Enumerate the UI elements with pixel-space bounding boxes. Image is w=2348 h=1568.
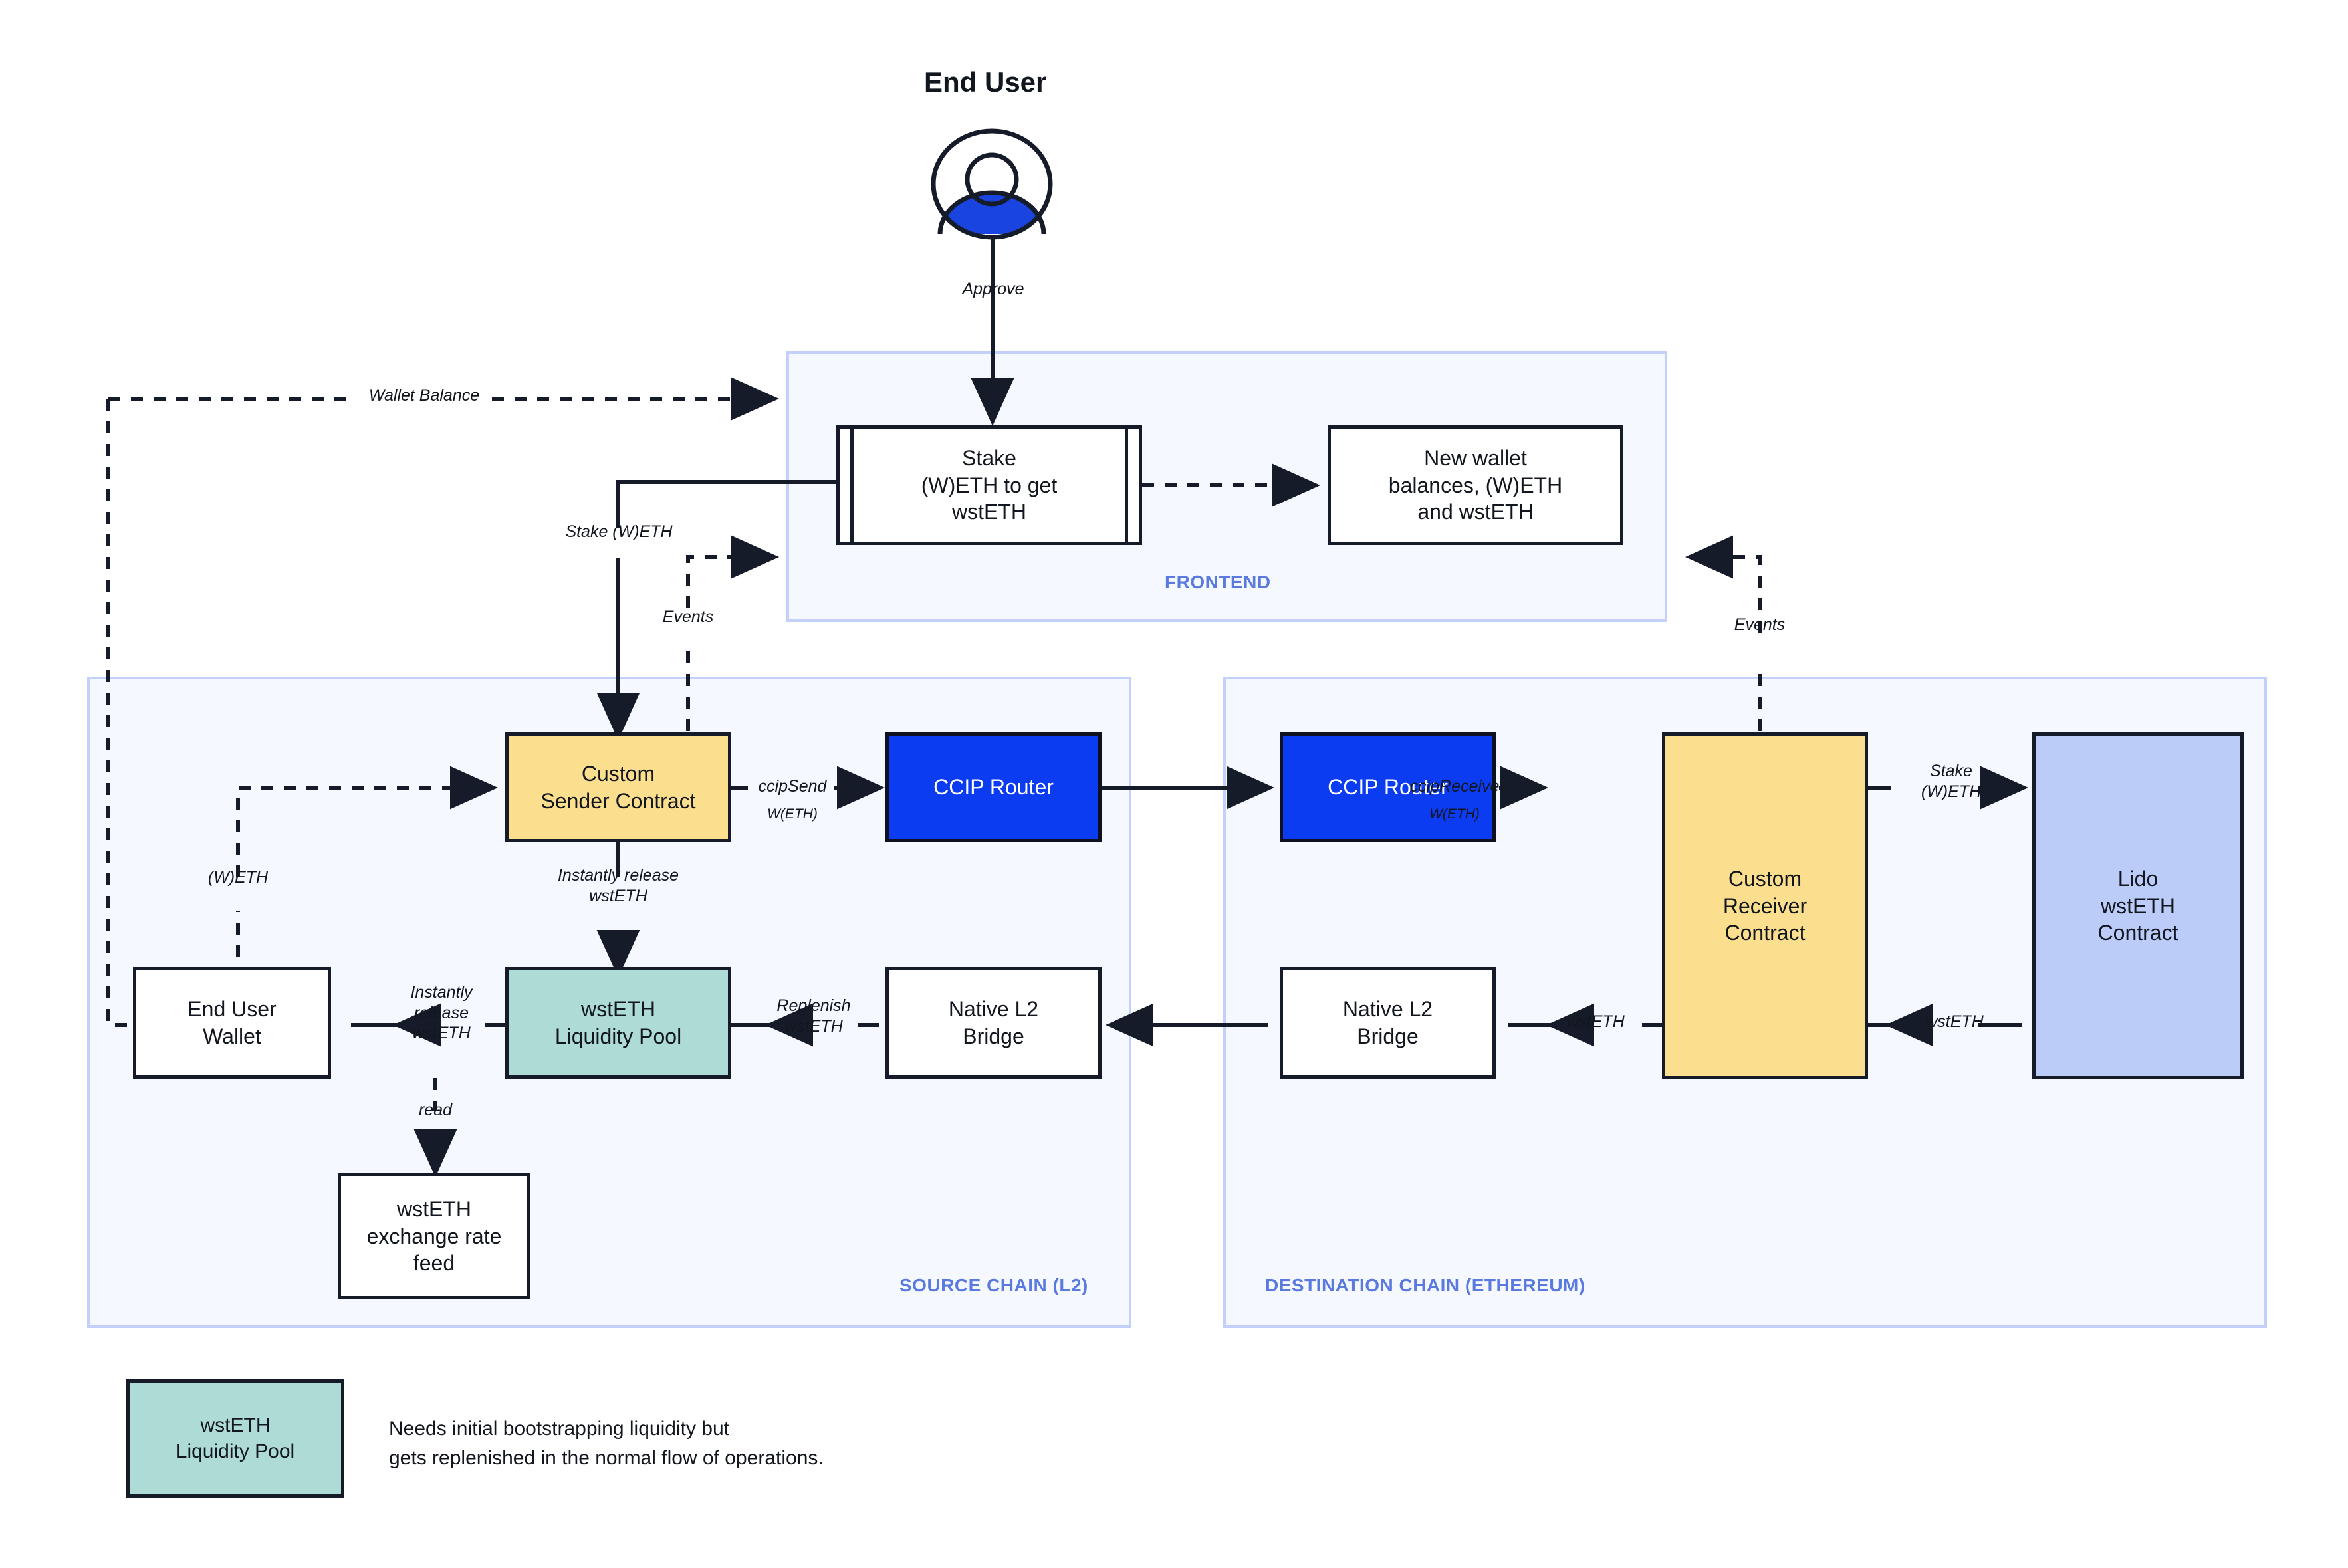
edge-wallet-balance-rail xyxy=(106,399,133,1027)
zone-label-source-chain: SOURCE CHAIN (L2) xyxy=(899,1275,1088,1295)
node-custom-sender-contract[interactable]: Custom Sender Contract xyxy=(505,732,731,842)
edge-events-dest-upper xyxy=(1685,535,1762,633)
node-wsteth-liquidity-pool[interactable]: wstETH Liquidity Pool xyxy=(505,967,731,1079)
actor-title-end-user: End User xyxy=(924,66,1047,98)
edge-label-ccipsend: ccipSend xyxy=(758,777,827,796)
edge-label-ccipreceive: ccipReceive xyxy=(1409,777,1500,796)
process-bar-right xyxy=(1125,429,1128,542)
edge-label-ccipsend-token: W(ETH) xyxy=(767,806,818,822)
node-wsteth-exchange-rate-feed[interactable]: wstETH exchange rate feed xyxy=(338,1173,530,1299)
edge-label-instantly-release-left: Instantly release wstETH xyxy=(410,983,473,1042)
node-ccip-router-source[interactable]: CCIP Router xyxy=(885,732,1102,842)
node-label: Stake (W)ETH to get wstETH xyxy=(921,445,1058,524)
process-bar-left xyxy=(850,429,854,542)
edge-label-wsteth-lido: wstETH xyxy=(1925,1012,1984,1031)
edge-stake-weth-top xyxy=(616,480,843,528)
edge-label-stake-weth: Stake (W)ETH xyxy=(565,522,673,541)
edge-label-wsteth-dest-bridge: wstETH xyxy=(1566,1012,1625,1031)
node-end-user-wallet[interactable]: End User Wallet xyxy=(133,967,331,1079)
zone-label-destination-chain: DESTINATION CHAIN (ETHEREUM) xyxy=(1265,1275,1585,1295)
node-lido-wsteth-contract[interactable]: Lido wstETH Contract xyxy=(2032,732,2244,1079)
node-new-wallet-balances[interactable]: New wallet balances, (W)ETH and wstETH xyxy=(1328,425,1623,545)
node-native-l2-bridge-source[interactable]: Native L2 Bridge xyxy=(885,967,1102,1079)
edge-label-read: read xyxy=(418,1101,453,1119)
edge-label-replenish-wsteth: Replenish wstETH xyxy=(776,996,851,1036)
edge-label-weth: (W)ETH xyxy=(207,868,269,887)
user-avatar-icon xyxy=(925,128,1058,241)
edge-label-instantly-release-down: Instantly release wstETH xyxy=(557,866,679,905)
node-ccip-router-dest[interactable]: CCIP Router xyxy=(1280,732,1496,842)
edge-events-source-upper xyxy=(686,535,779,608)
edge-label-events-dest: Events xyxy=(1734,616,1786,634)
edge-label-approve: Approve xyxy=(962,280,1024,298)
node-stake-form[interactable]: Stake (W)ETH to get wstETH xyxy=(836,425,1142,545)
legend-swatch-liquidity-pool: wstETH Liquidity Pool xyxy=(126,1379,344,1498)
edge-label-wallet-balance: Wallet Balance xyxy=(368,386,480,405)
zone-label-frontend: FRONTEND xyxy=(1165,572,1271,592)
node-custom-receiver-contract[interactable]: Custom Receiver Contract xyxy=(1662,732,1868,1079)
node-native-l2-bridge-dest[interactable]: Native L2 Bridge xyxy=(1280,967,1496,1079)
edge-label-events-source: Events xyxy=(662,608,714,626)
edge-label-ccipreceive-token: W(ETH) xyxy=(1429,806,1480,822)
legend-note: Needs initial bootstrapping liquidity bu… xyxy=(389,1418,824,1469)
edge-label-stake-weth-dest: Stake (W)ETH xyxy=(1921,762,1982,801)
edge-weth-into-sender xyxy=(236,766,498,877)
